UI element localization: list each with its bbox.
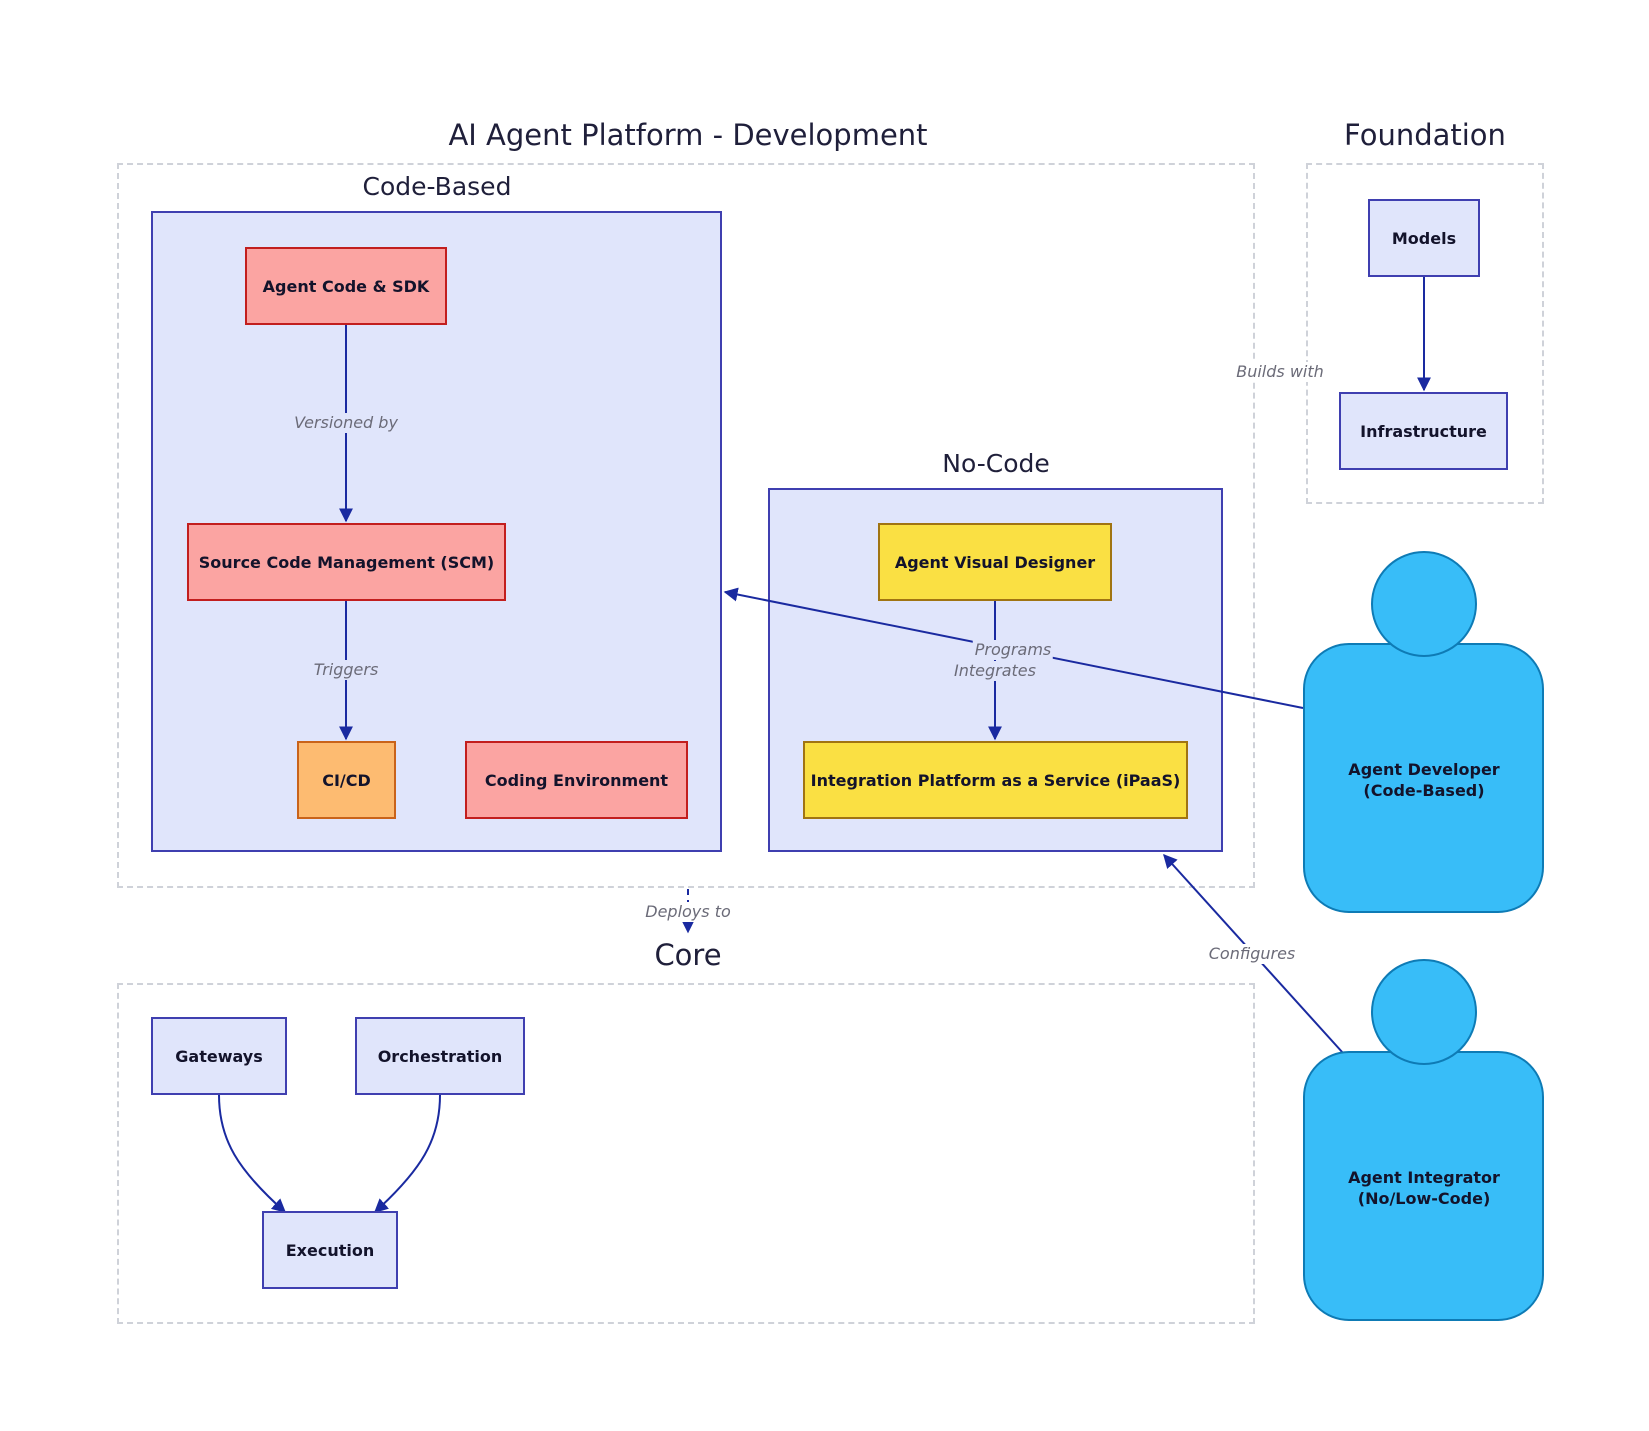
agent-developer-actor <box>1303 551 1544 913</box>
development-cluster <box>117 163 1255 888</box>
foundation-cluster <box>1306 163 1544 504</box>
core-title: Core <box>654 938 722 972</box>
development-title: AI Agent Platform - Development <box>448 118 928 152</box>
edge-gateways-execution <box>218 1094 287 1213</box>
triggers-label: Triggers <box>311 660 381 680</box>
agent-integrator-actor <box>1303 959 1544 1321</box>
integrates-label: Integrates <box>952 661 1038 681</box>
agent-integrator-label: Agent Integrator (No/Low-Code) <box>1348 1167 1500 1209</box>
core-cluster <box>117 983 1255 1324</box>
infrastructure-node[interactable]: Infrastructure <box>1339 392 1508 470</box>
models-node[interactable]: Models <box>1368 199 1480 277</box>
scm-node[interactable]: Source Code Management (SCM) <box>187 523 506 601</box>
no-code-title: No-Code <box>942 449 1050 478</box>
agent-code-sdk-node[interactable]: Agent Code & SDK <box>245 247 447 325</box>
gateways-node[interactable]: Gateways <box>151 1017 287 1095</box>
code-based-title: Code-Based <box>362 172 512 201</box>
ipaas-node[interactable]: Integration Platform as a Service (iPaaS… <box>803 741 1188 819</box>
agent-integrator-label-line1: Agent Integrator <box>1348 1168 1500 1187</box>
cicd-node[interactable]: CI/CD <box>297 741 396 819</box>
agent-developer-label-line2: (Code-Based) <box>1363 781 1485 800</box>
coding-environment-node[interactable]: Coding Environment <box>465 741 688 819</box>
agent-integrator-label-line2: (No/Low-Code) <box>1357 1189 1491 1208</box>
edge-orchestration-execution <box>373 1094 441 1213</box>
foundation-title: Foundation <box>1344 118 1506 152</box>
agent-developer-label: Agent Developer (Code-Based) <box>1348 759 1499 801</box>
deploys-to-label: Deploys to <box>643 902 733 922</box>
agent-developer-label-line1: Agent Developer <box>1348 760 1500 779</box>
agent-visual-designer-node[interactable]: Agent Visual Designer <box>878 523 1112 601</box>
orchestration-node[interactable]: Orchestration <box>355 1017 525 1095</box>
configures-label: Configures <box>1206 944 1298 964</box>
execution-node[interactable]: Execution <box>262 1211 398 1289</box>
builds-with-label: Builds with <box>1234 362 1326 382</box>
programs-label: Programs <box>972 640 1054 660</box>
versioned-by-label: Versioned by <box>292 413 400 433</box>
